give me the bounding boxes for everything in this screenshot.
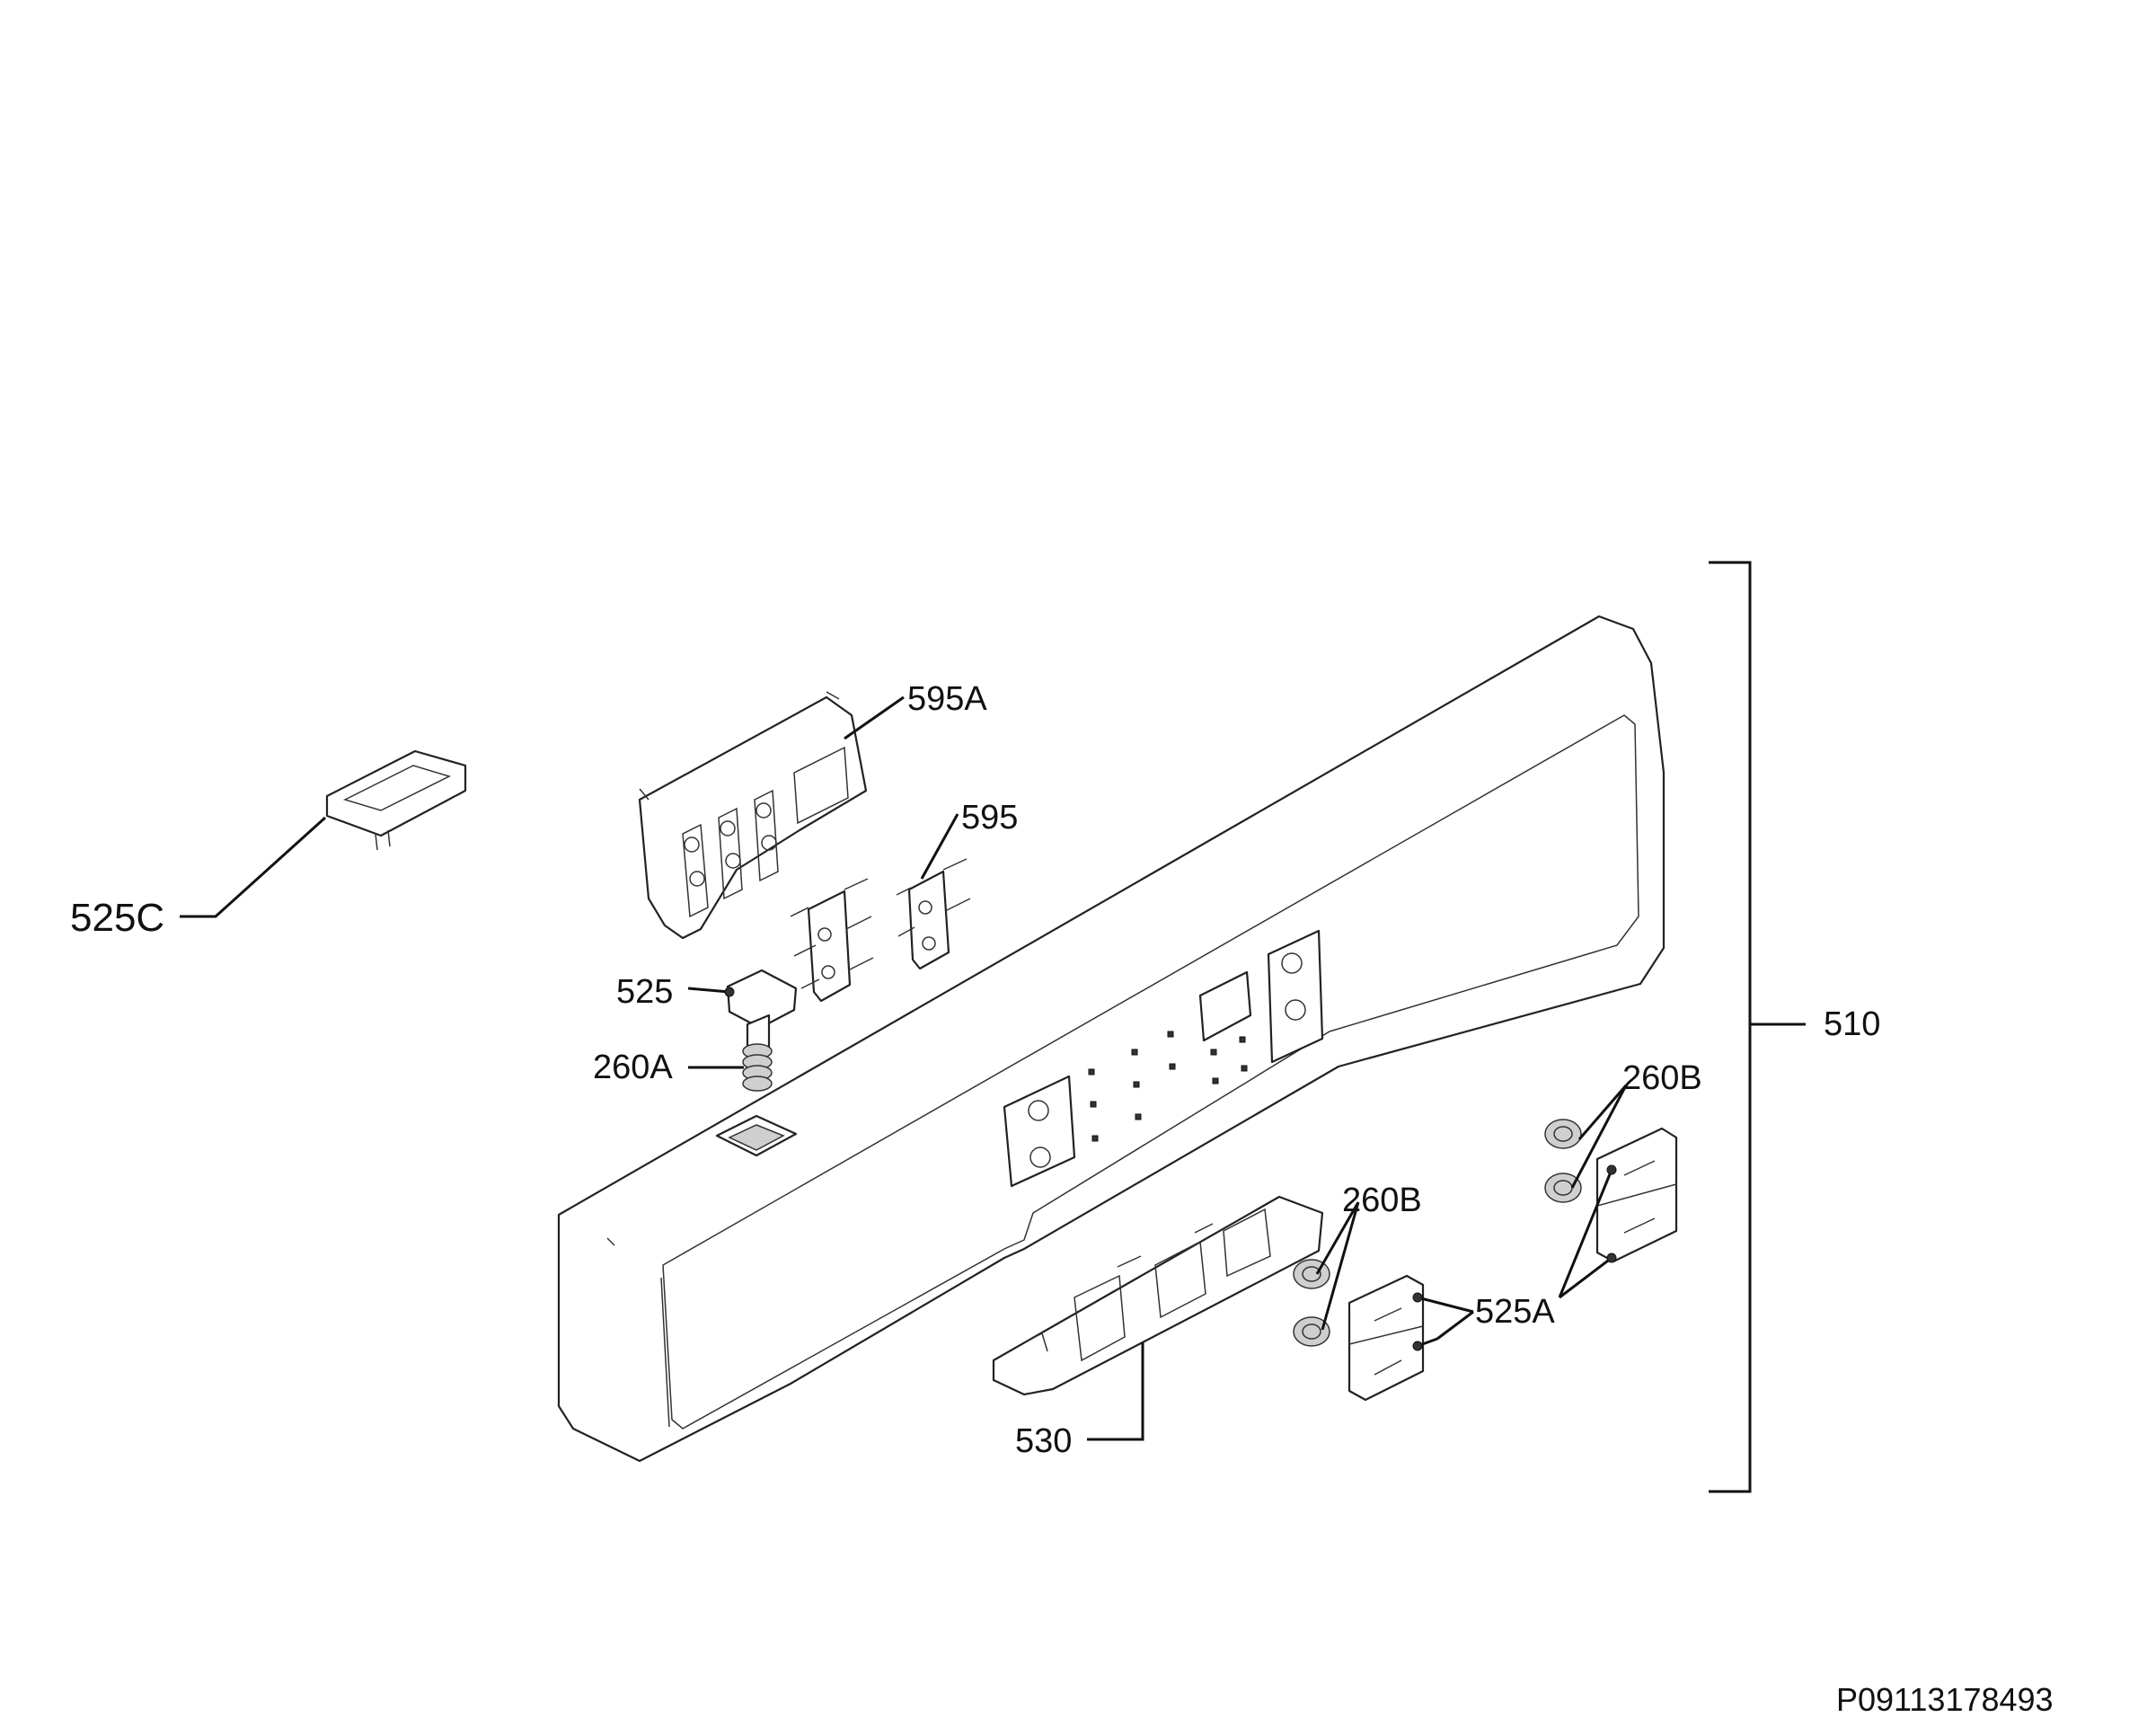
spring-260A xyxy=(742,1043,773,1092)
callout-530: 530 xyxy=(1015,1422,1072,1460)
holder-530 xyxy=(992,1195,1324,1396)
callout-260B-right: 260B xyxy=(1622,1059,1702,1097)
buttons-525A-mid xyxy=(1348,1274,1425,1402)
callout-525A: 525A xyxy=(1475,1293,1555,1331)
buttons-525A-right xyxy=(1595,1127,1678,1263)
cover-525C xyxy=(325,749,467,851)
callout-595A: 595A xyxy=(907,680,987,718)
switch-connectors-595 xyxy=(790,858,971,1003)
callout-595: 595 xyxy=(961,799,1018,837)
springs-260B-right xyxy=(1544,1119,1582,1203)
bracket-595A xyxy=(638,691,868,940)
callout-510: 510 xyxy=(1824,1005,1880,1043)
callout-525C: 525C xyxy=(70,896,164,940)
indicator-dots xyxy=(1088,1031,1248,1142)
drawing-code: P09113178493 xyxy=(1836,1681,2054,1718)
callout-260B-mid: 260B xyxy=(1342,1182,1422,1219)
control-panel-510 xyxy=(557,615,1666,1463)
callout-260A: 260A xyxy=(593,1049,673,1086)
leader-lines xyxy=(180,561,1806,1493)
callout-525: 525 xyxy=(616,973,673,1011)
springs-260B-mid xyxy=(1293,1259,1330,1347)
